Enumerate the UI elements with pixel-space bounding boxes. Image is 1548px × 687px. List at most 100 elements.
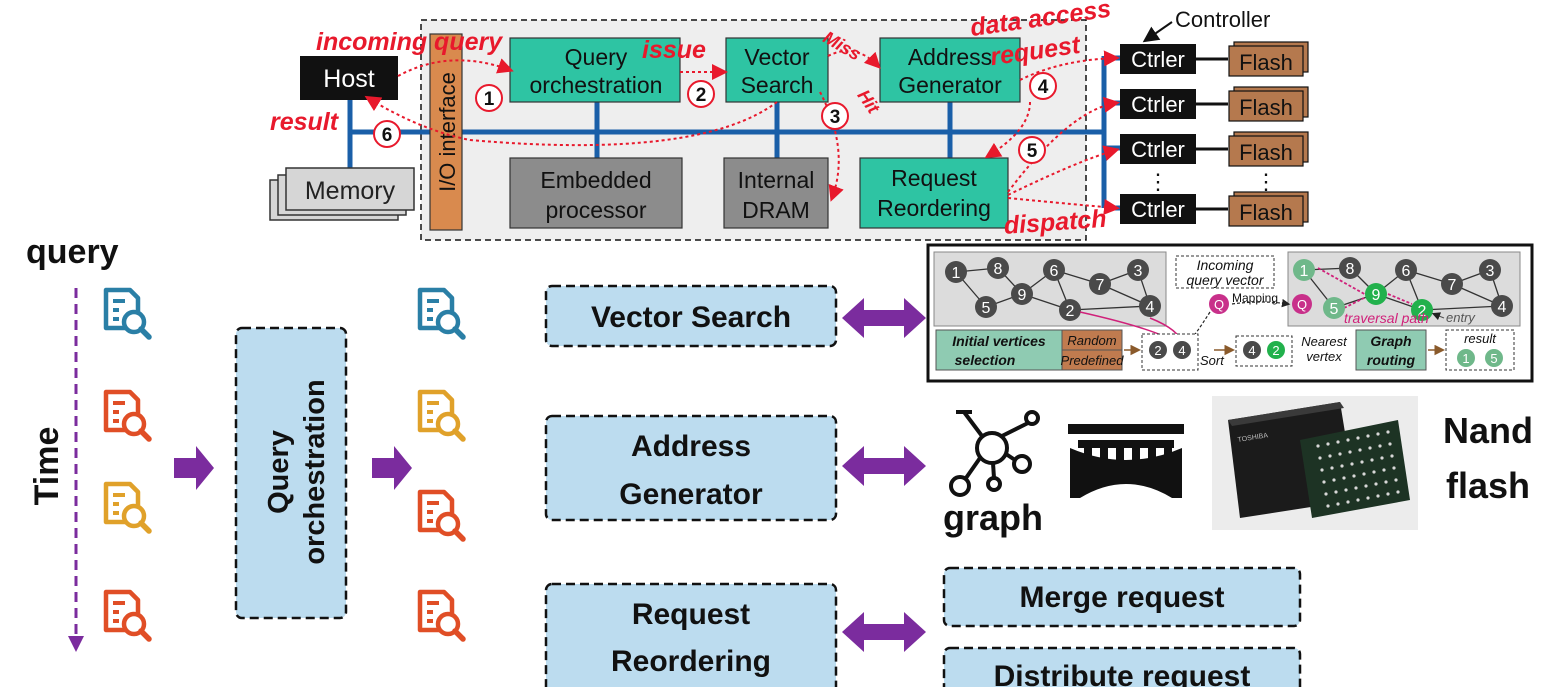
step-4: 4 — [1038, 77, 1049, 98]
query-orchestration-box — [509, 37, 681, 103]
svg-text:Flash: Flash — [1239, 50, 1293, 75]
svg-text:2: 2 — [1418, 303, 1427, 320]
svg-text:1: 1 — [1300, 263, 1309, 280]
ctrler-ellipsis: ⋮ — [1147, 169, 1169, 194]
inset-incoming-line1: Incoming — [1197, 257, 1254, 273]
query-orchestration-line1: Query — [565, 44, 628, 70]
left-graph-nodes: 1 8 6 7 3 5 9 2 4 — [945, 257, 1161, 321]
io-interface-box — [429, 33, 463, 231]
svg-text:3: 3 — [1134, 263, 1143, 280]
svg-text:Ctrler: Ctrler — [1131, 47, 1185, 72]
time-label: Time — [28, 427, 66, 506]
workflow-diagram: query Time Query orchestration Vector Se… — [26, 233, 1533, 687]
merge-request-box — [942, 566, 1302, 628]
inset-initial-line2: selection — [955, 352, 1016, 368]
step-circles: 1 2 3 4 5 6 — [373, 72, 1057, 164]
vector-search-line1: Vector — [744, 44, 810, 70]
module-address-generator — [544, 414, 838, 522]
address-generator-line2: Generator — [898, 72, 1002, 98]
ctrler-row-3: Ctrler Flash — [1120, 131, 1309, 167]
svg-text:5: 5 — [1330, 301, 1339, 318]
svg-text:6: 6 — [1050, 263, 1059, 280]
to-orchestration-arrow — [174, 446, 214, 490]
module-vector-search — [544, 284, 838, 348]
svg-text:8: 8 — [1346, 261, 1355, 278]
architecture-diagram: Host Memory I/O interface Query orchestr… — [269, 0, 1309, 241]
inset-nearest-4: 4 — [1248, 343, 1255, 358]
inset-q-left: Q — [1214, 297, 1224, 312]
module-vector-search-label: Vector Search — [591, 301, 791, 334]
inset-sort: Sort — [1200, 353, 1225, 368]
svg-text:6: 6 — [1402, 263, 1411, 280]
ctrler-row-1: Ctrler Flash — [1120, 41, 1309, 77]
inset-mapping: Mapping — [1232, 291, 1278, 305]
double-arrow-address — [842, 446, 926, 486]
internal-dram-line1: Internal — [738, 167, 815, 193]
bridge-icon — [1068, 424, 1184, 498]
inset-graph-routing-line1: Graph — [1370, 333, 1411, 349]
inset-random: Random — [1067, 333, 1116, 348]
nand-label-line1: Nand — [1443, 410, 1533, 451]
embedded-processor-line1: Embedded — [540, 167, 651, 193]
inset-initial-line1: Initial vertices — [952, 333, 1046, 349]
inset-entry: entry — [1446, 310, 1476, 325]
distribute-request-box — [942, 646, 1302, 687]
request-reordering-box — [859, 157, 1009, 229]
inset-q-right: Q — [1297, 297, 1307, 312]
request-reordering-line1: Request — [891, 165, 977, 191]
svg-text:Flash: Flash — [1239, 200, 1293, 225]
module-request-reordering — [544, 582, 838, 687]
step-2: 2 — [696, 85, 707, 106]
svg-text:3: 3 — [1486, 263, 1495, 280]
inset-graph-routing-line2: routing — [1367, 352, 1416, 368]
step-3: 3 — [830, 107, 841, 128]
embedded-processor-line2: processor — [546, 197, 647, 223]
step-6: 6 — [382, 125, 393, 146]
double-arrow-vector — [842, 298, 926, 338]
svg-text:7: 7 — [1448, 277, 1457, 294]
svg-text:9: 9 — [1018, 287, 1027, 304]
from-orchestration-arrow — [372, 446, 412, 490]
inset-sorted-2: 2 — [1154, 343, 1161, 358]
module-address-generator-line2: Generator — [619, 478, 763, 511]
svg-text:8: 8 — [994, 261, 1003, 278]
ctrler-row-4: Ctrler Flash — [1120, 191, 1309, 227]
workflow-orchestration-line2: orchestration — [299, 379, 331, 564]
io-interface-label: I/O interface — [435, 72, 460, 192]
svg-text:4: 4 — [1498, 299, 1507, 316]
flash-ellipsis: ⋮ — [1255, 169, 1277, 194]
inset-incoming-line2: query vector — [1186, 272, 1264, 288]
inset-sorted-4: 4 — [1178, 343, 1185, 358]
controller-label: Controller — [1175, 7, 1270, 32]
memory-stack: Memory — [269, 167, 415, 221]
svg-text:5: 5 — [982, 300, 991, 317]
address-generator-box — [879, 37, 1021, 103]
query-icon-right-4 — [420, 592, 463, 639]
module-address-generator-line1: Address — [631, 430, 751, 463]
annotation-result: result — [270, 108, 340, 136]
internal-dram-box — [723, 157, 829, 229]
host-label: Host — [323, 65, 374, 93]
embedded-processor-box — [509, 157, 683, 229]
inset-nearest-2: 2 — [1272, 343, 1279, 358]
inset-result: result — [1464, 331, 1497, 346]
merge-request-label: Merge request — [1019, 581, 1224, 614]
svg-text:Ctrler: Ctrler — [1131, 197, 1185, 222]
query-icon-right-3 — [420, 492, 463, 539]
right-graph-nodes: 1 8 6 7 3 5 9 2 4 — [1293, 257, 1513, 321]
address-generator-line1: Address — [908, 44, 992, 70]
ctrler-row-2: Ctrler Flash — [1120, 86, 1309, 122]
query-icon-right-2 — [420, 392, 463, 439]
svg-text:Flash: Flash — [1239, 95, 1293, 120]
annotation-dispatch: dispatch — [1003, 205, 1107, 240]
svg-text:Flash: Flash — [1239, 140, 1293, 165]
nand-label-line2: flash — [1446, 465, 1530, 506]
internal-dram-line2: DRAM — [742, 197, 810, 223]
vector-search-line2: Search — [741, 72, 814, 98]
module-request-reordering-line2: Reordering — [611, 645, 771, 678]
chip-brand-label: TOSHIBA — [1237, 432, 1269, 444]
svg-text:Ctrler: Ctrler — [1131, 137, 1185, 162]
graph-icon — [949, 410, 1040, 497]
svg-text:7: 7 — [1096, 277, 1105, 294]
